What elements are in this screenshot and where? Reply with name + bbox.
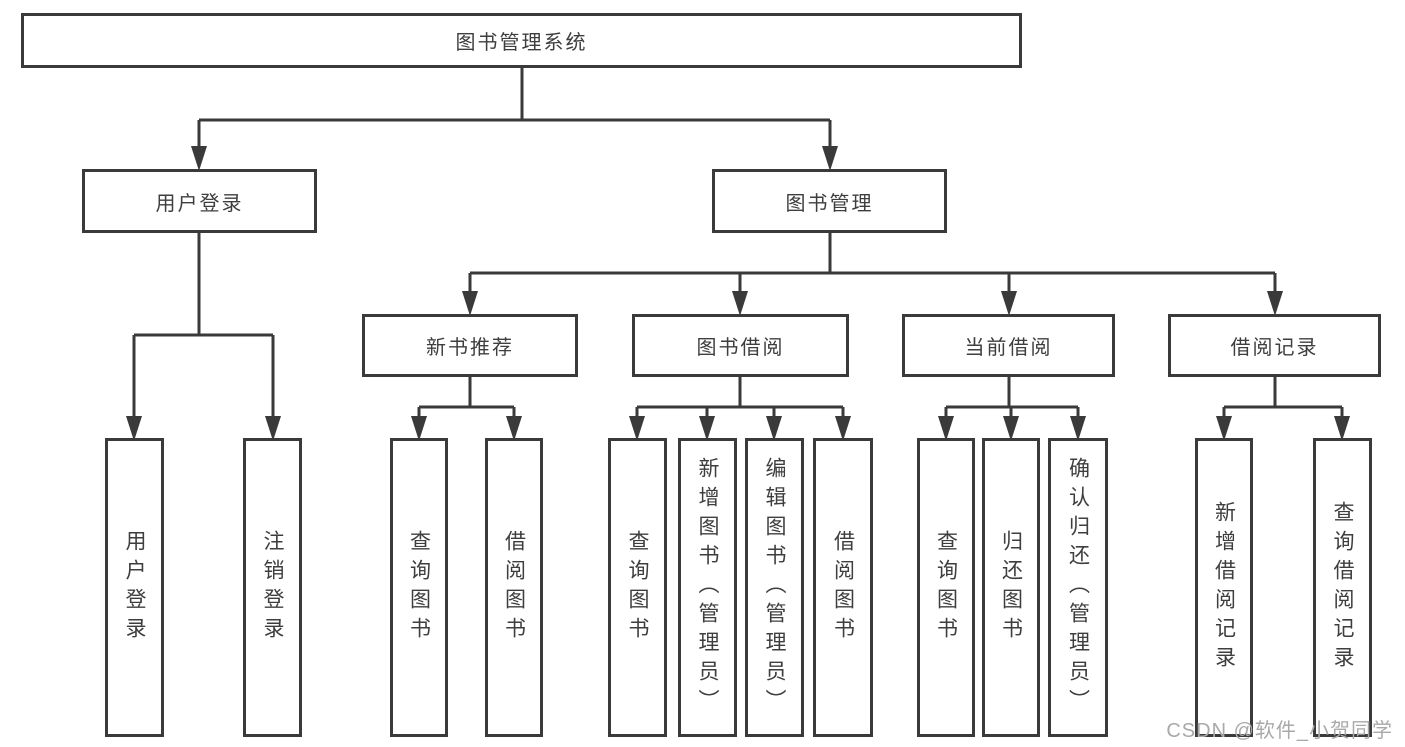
arrowhead — [1003, 416, 1019, 441]
node-add-books-admin: 新增图书（管理员） — [678, 438, 737, 737]
node-edit-books-admin: 编辑图书（管理员） — [745, 438, 804, 737]
node-book-borrowing: 图书借阅 — [632, 314, 849, 377]
node-query-books-current: 查询图书 — [917, 438, 975, 737]
arrowhead — [1267, 291, 1283, 316]
arrowhead — [191, 146, 207, 171]
leaf-label: 注销登录 — [261, 529, 284, 646]
leaf-label: 确认归还（管理员） — [1066, 457, 1090, 718]
node-user-login-branch: 用户登录 — [82, 169, 317, 233]
node-book-management-branch: 图书管理 — [712, 169, 947, 233]
arrowhead — [462, 291, 478, 316]
arrowhead — [126, 416, 142, 441]
arrowhead — [265, 416, 281, 441]
leaf-label: 查询借阅记录 — [1331, 500, 1354, 675]
leaf-label: 借阅图书 — [502, 529, 526, 646]
csdn-watermark: CSDN @软件_小贺同学 — [1166, 720, 1393, 742]
arrowhead — [835, 416, 851, 441]
leaf-label: 新增借阅记录 — [1212, 500, 1236, 675]
node-confirm-return-admin: 确认归还（管理员） — [1048, 438, 1108, 737]
arrowhead — [938, 416, 954, 441]
arrowhead — [822, 146, 838, 171]
node-query-books-borrowing: 查询图书 — [608, 438, 667, 737]
arrowhead — [1334, 416, 1350, 441]
arrowhead — [506, 416, 522, 441]
arrowhead — [1216, 416, 1232, 441]
arrowhead — [411, 416, 427, 441]
node-user-login-leaf: 用户登录 — [105, 438, 164, 737]
node-query-borrow-record: 查询借阅记录 — [1313, 438, 1372, 737]
leaf-label: 用户登录 — [123, 529, 146, 646]
arrowhead — [732, 291, 748, 316]
node-logout: 注销登录 — [243, 438, 302, 737]
leaf-label: 归还图书 — [999, 529, 1023, 646]
arrowhead — [699, 416, 715, 441]
leaf-label: 查询图书 — [407, 529, 431, 646]
node-borrow-books: 借阅图书 — [813, 438, 873, 737]
arrowheads — [126, 146, 1350, 441]
node-current-borrowing: 当前借阅 — [902, 314, 1115, 377]
leaf-label: 新增图书（管理员） — [696, 457, 719, 718]
arrowhead — [766, 416, 782, 441]
arrowhead — [629, 416, 645, 441]
node-borrowing-records: 借阅记录 — [1168, 314, 1381, 377]
node-library-management-system: 图书管理系统 — [21, 13, 1022, 68]
leaf-label: 查询图书 — [626, 529, 649, 646]
leaf-label: 查询图书 — [934, 529, 958, 646]
leaf-label: 借阅图书 — [831, 529, 855, 646]
tree-edges — [132, 68, 1344, 417]
arrowhead — [1070, 416, 1086, 441]
node-query-books-recommend: 查询图书 — [390, 438, 448, 737]
node-add-borrow-record: 新增借阅记录 — [1195, 438, 1253, 737]
node-return-books: 归还图书 — [982, 438, 1040, 737]
node-borrow-books-recommend: 借阅图书 — [485, 438, 543, 737]
leaf-label: 编辑图书（管理员） — [763, 457, 786, 718]
arrowhead — [1001, 291, 1017, 316]
node-new-book-recommendation: 新书推荐 — [362, 314, 578, 377]
